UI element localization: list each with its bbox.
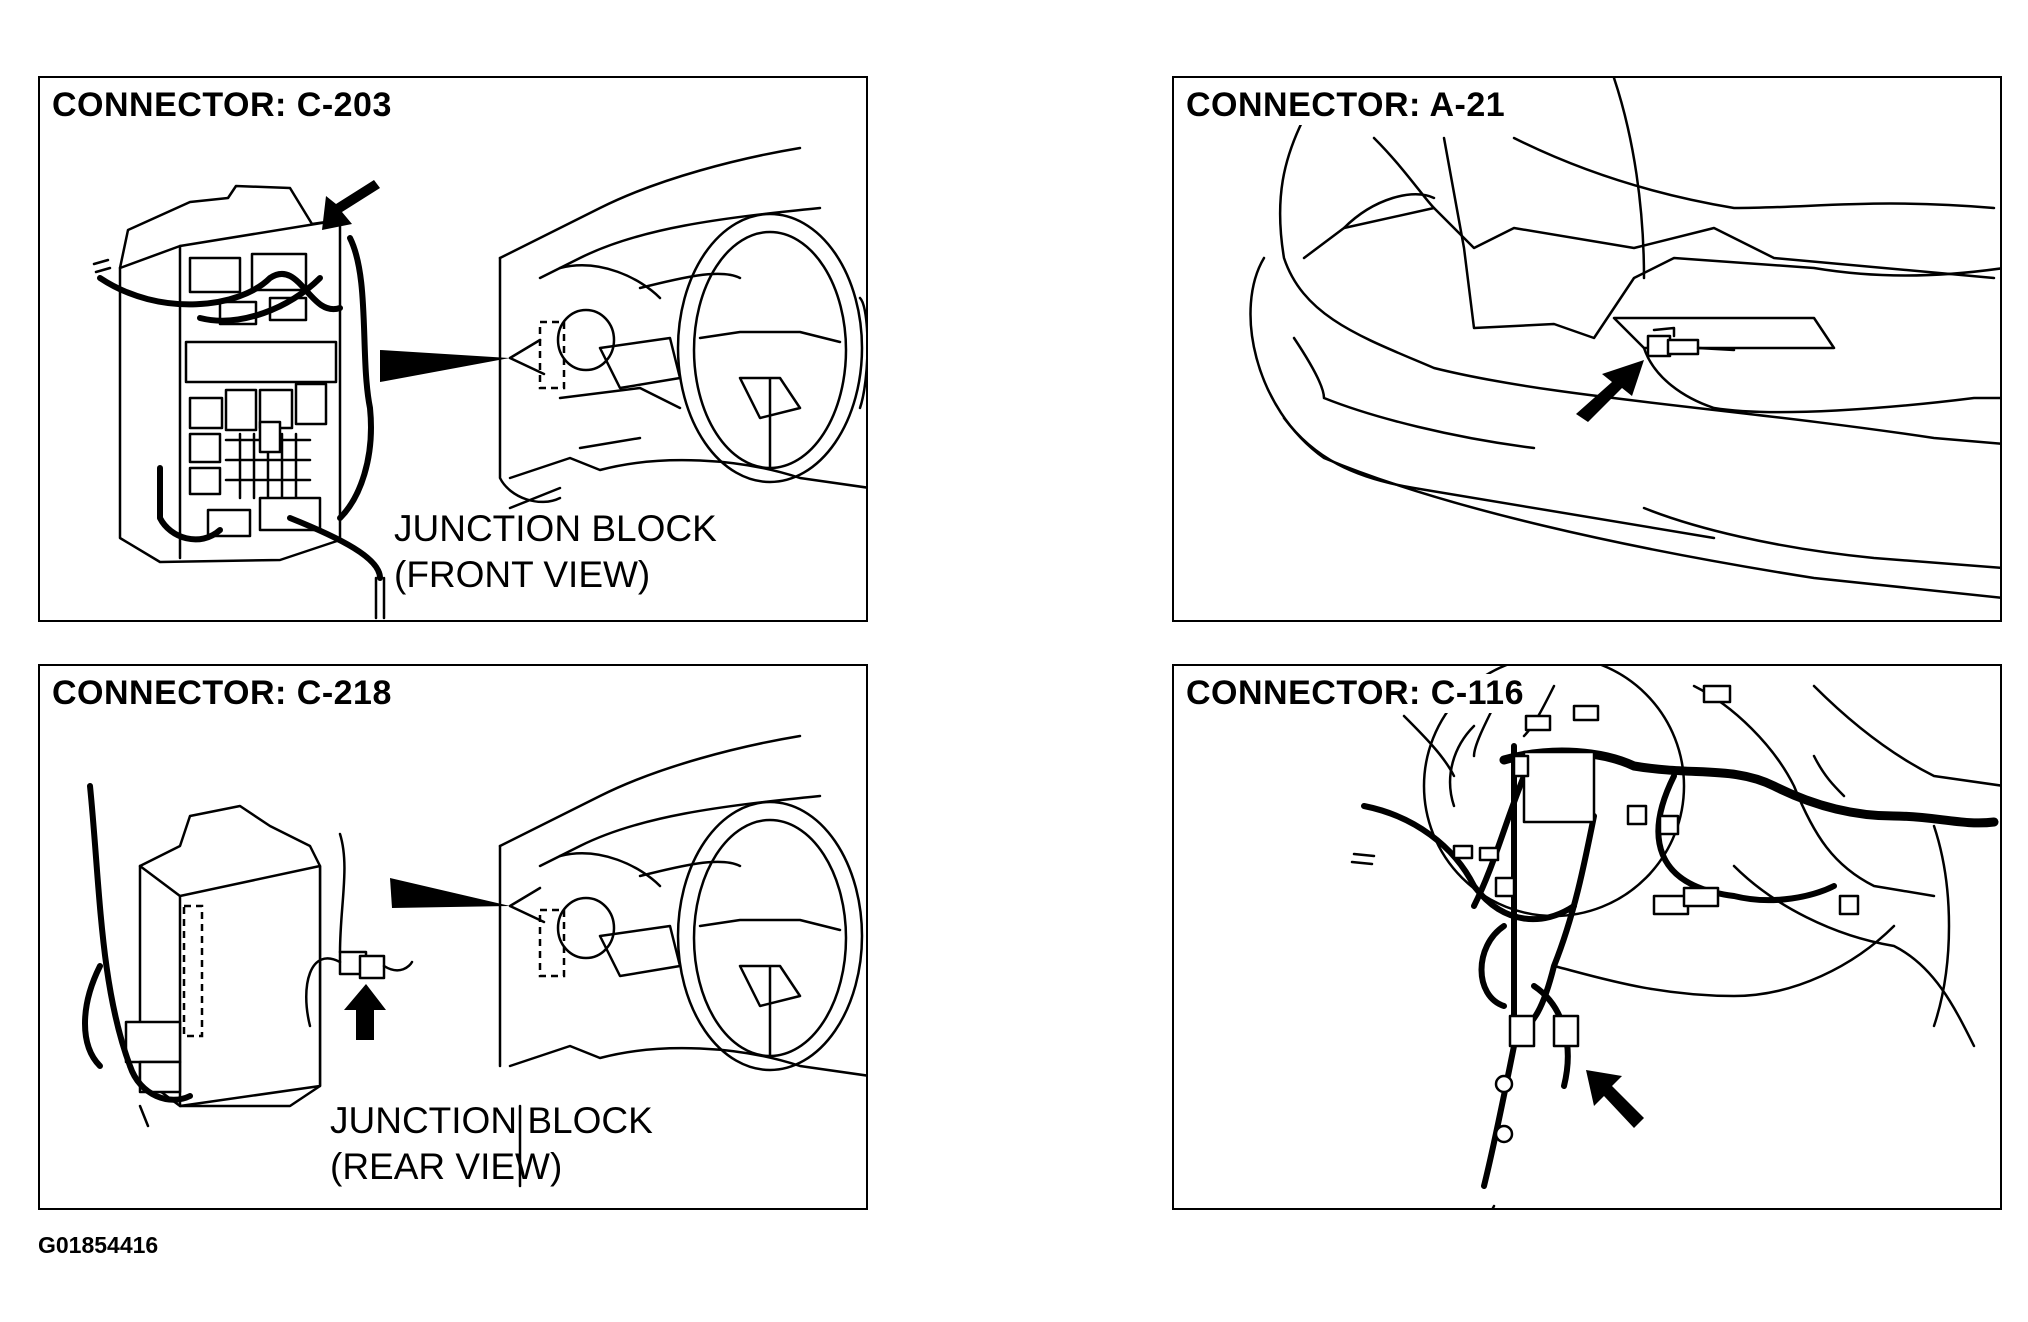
connector-a21 xyxy=(1646,326,1736,358)
panel-title: CONNECTOR: C-218 xyxy=(52,674,396,713)
car-front-icon xyxy=(1249,78,2000,599)
caption-line1: JUNCTION BLOCK xyxy=(330,1100,653,1141)
caption-line2: (FRONT VIEW) xyxy=(394,554,651,595)
caption-junction-block: JUNCTION BLOCK (FRONT VIEW) xyxy=(394,506,717,598)
arrow-icon xyxy=(1586,1070,1644,1128)
c218-illustration xyxy=(82,734,866,1188)
pointer-wedge-icon xyxy=(380,338,546,382)
junction-block-icon xyxy=(82,783,322,1128)
panel-c218: CONNECTOR: C-218 JUNCTION BLOCK (REAR VI… xyxy=(38,664,868,1210)
panel-c203: CONNECTOR: C-203 JUNCTION BLOCK (FRONT V… xyxy=(38,76,868,622)
panel-title: CONNECTOR: C-116 xyxy=(1186,674,1528,713)
steering-wheel-icon xyxy=(676,212,866,484)
junction-block-icon xyxy=(92,184,386,620)
arrow-icon xyxy=(1576,360,1644,422)
caption-line2: (REAR VIEW) xyxy=(330,1146,563,1187)
dashboard-icon xyxy=(498,734,866,1188)
steering-wheel-icon xyxy=(676,800,864,1072)
panel-c116: CONNECTOR: C-116 xyxy=(1172,664,2002,1210)
dashboard-icon xyxy=(498,146,866,510)
wire-harness-icon xyxy=(1350,666,2000,1208)
a21-illustration xyxy=(1249,78,2000,599)
pointer-wedge-icon xyxy=(390,878,546,924)
figure-id: G01854416 xyxy=(38,1232,159,1258)
connector-c218 xyxy=(305,832,414,1028)
caption-line1: JUNCTION BLOCK xyxy=(394,508,717,549)
c203-illustration xyxy=(92,146,866,620)
caption-junction-block: JUNCTION BLOCK (REAR VIEW) xyxy=(330,1098,653,1190)
panel-title: CONNECTOR: A-21 xyxy=(1186,86,1510,125)
panel-a21: CONNECTOR: A-21 xyxy=(1172,76,2002,622)
c116-illustration xyxy=(1350,666,2000,1208)
arrow-icon xyxy=(344,984,386,1040)
arrow-icon xyxy=(322,180,380,230)
panel-title: CONNECTOR: C-203 xyxy=(52,86,396,125)
